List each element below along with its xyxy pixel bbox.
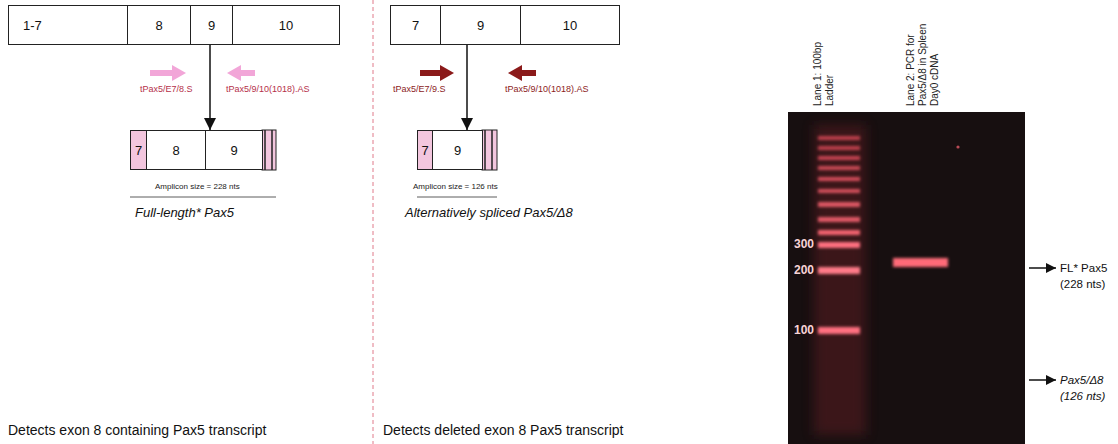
exon-number: 7 <box>135 143 142 158</box>
amplicon-end <box>264 130 266 170</box>
lane-label: Lane 1: 100bp Ladder <box>812 14 836 106</box>
primer-name: tPax5/E7/8.S <box>140 84 193 95</box>
exon-number: 9 <box>454 143 461 158</box>
ladder-size: 100 <box>790 323 814 337</box>
exon-number: 9 <box>208 18 215 33</box>
ladder-bands <box>818 136 860 334</box>
amplicon-end <box>491 130 493 170</box>
exon-number: 9 <box>477 18 484 33</box>
leader-arrow <box>1029 379 1056 381</box>
forward-primer <box>150 65 186 81</box>
exon-box: 10 <box>232 5 340 45</box>
exon-box: 8 <box>127 5 191 45</box>
leader-arrow <box>1029 267 1056 269</box>
amplicon-exon: 8 <box>146 130 206 170</box>
panel-divider <box>373 0 374 444</box>
amplicon-exon: 7 <box>130 130 147 170</box>
amplicon-exon: 9 <box>432 130 483 170</box>
transcript-name: Alternatively spliced Pax5/Δ8 <box>405 205 573 221</box>
amplicon-end <box>262 130 276 170</box>
forward-primer <box>420 65 454 81</box>
sample-band <box>893 258 948 267</box>
exon-number: 8 <box>172 143 179 158</box>
exon-number: 8 <box>155 18 162 33</box>
primer-name: tPax5/9/10(1018).AS <box>226 84 310 95</box>
exon-number: 9 <box>230 143 237 158</box>
exon-box: 10 <box>520 5 620 45</box>
gel <box>788 112 1025 444</box>
amplicon-end <box>484 130 486 170</box>
amplicon-exon: 9 <box>205 130 263 170</box>
size-rule <box>417 197 497 198</box>
primer-name: tPax5/E7/9.S <box>393 84 446 95</box>
exon-box: 9 <box>440 5 521 45</box>
exon-number: 10 <box>563 18 577 33</box>
amplicon-end <box>482 130 497 170</box>
panel-caption: Detects deleted exon 8 Pax5 transcript <box>383 422 623 439</box>
amplicon-end <box>271 130 273 170</box>
primer-name: tPax5/9/10(1018).AS <box>505 84 589 95</box>
panel-caption: Detects exon 8 containing Pax5 transcrip… <box>8 422 266 439</box>
reverse-primer <box>227 65 255 81</box>
exon-number: 10 <box>279 18 293 33</box>
band-label: FL* Pax5 (228 nts) <box>1060 260 1114 292</box>
reverse-primer <box>508 65 536 81</box>
ladder-size: 200 <box>790 263 814 277</box>
exon-box: 7 <box>390 5 441 45</box>
size-rule <box>130 197 276 198</box>
amplicon-size: Amplicon size = 228 nts <box>155 182 240 192</box>
ladder-size: 300 <box>790 237 814 251</box>
ladder-haze <box>814 125 866 435</box>
flow-arrow <box>466 45 468 130</box>
exon-box: 9 <box>190 5 233 45</box>
flow-arrow <box>209 45 211 130</box>
exon-number: 1-7 <box>23 18 42 33</box>
exon-number: 7 <box>421 143 428 158</box>
exon-box: 1-7 <box>8 5 128 45</box>
exon-number: 7 <box>412 18 419 33</box>
band-label: Pax5/Δ8 (126 nts) <box>1060 372 1114 404</box>
gel-speck <box>956 145 959 148</box>
amplicon-exon: 7 <box>417 130 433 170</box>
lane-label: Lane 2: PCR for Pax5/Δ8 in Spleen Day0 c… <box>905 14 941 106</box>
amplicon-size: Amplicon size = 126 nts <box>413 182 498 192</box>
transcript-name: Full-length* Pax5 <box>135 205 234 221</box>
